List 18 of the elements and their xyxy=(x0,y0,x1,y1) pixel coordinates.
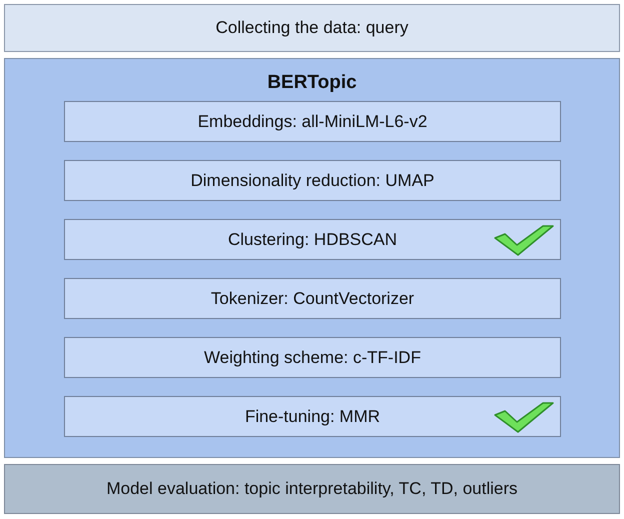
step-label: Collecting the data: query xyxy=(216,18,408,38)
step-box xyxy=(4,464,620,514)
step-box xyxy=(64,160,561,201)
step-box xyxy=(64,101,561,142)
step-label: Model evaluation: topic interpretability, TC, TD, outliers xyxy=(106,479,518,499)
step-label: Tokenizer: CountVectorizer xyxy=(210,288,414,308)
step-label: Weighting scheme: c-TF-IDF xyxy=(204,348,421,368)
step-box xyxy=(64,337,561,378)
step-label: Embeddings: all-MiniLM-L6-v2 xyxy=(198,112,428,132)
step-label: Dimensionality reduction: UMAP xyxy=(190,170,434,190)
step-label: Fine-tuning: MMR xyxy=(244,406,380,426)
step-box xyxy=(64,396,561,437)
step-box xyxy=(64,219,561,260)
step-label: Clustering: HDBSCAN xyxy=(228,230,398,250)
group-panel xyxy=(4,58,620,458)
step-box xyxy=(4,4,620,52)
panel-title: BERTopic xyxy=(267,72,357,94)
step-box xyxy=(64,278,561,319)
